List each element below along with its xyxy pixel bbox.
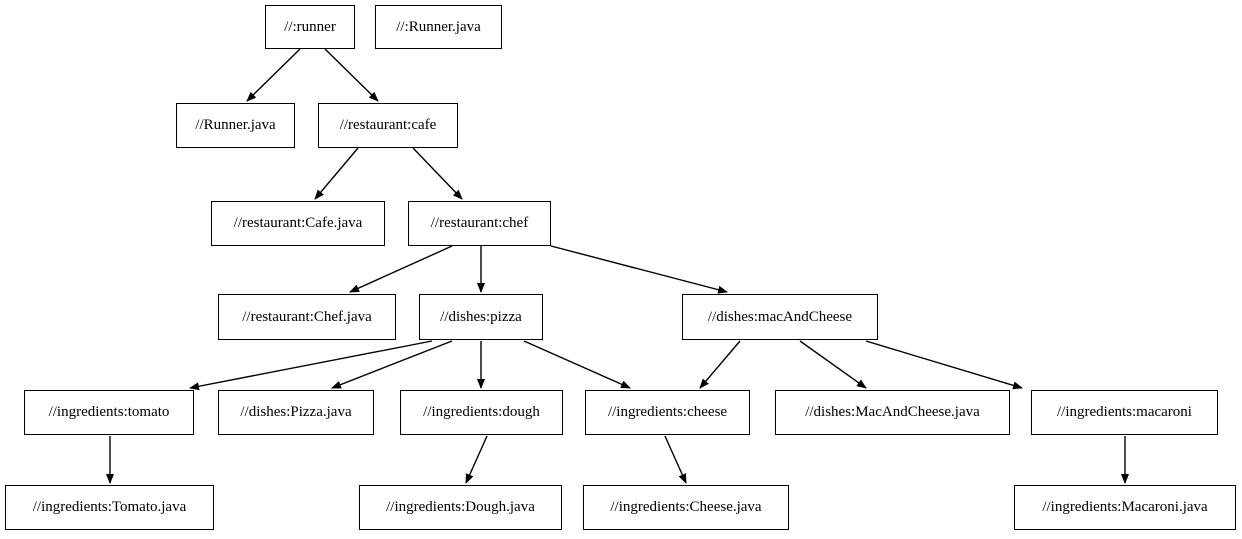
graph-node-label: //restaurant:Cafe.java	[233, 215, 363, 231]
graph-node-cheese_java[interactable]: //ingredients:Cheese.java	[583, 485, 789, 530]
graph-node-runner_java_root[interactable]: //:Runner.java	[375, 5, 502, 49]
graph-node-cheese[interactable]: //ingredients:cheese	[585, 390, 750, 435]
graph-node-label: //:Runner.java	[396, 18, 481, 35]
graph-node-tomato_java[interactable]: //ingredients:Tomato.java	[5, 485, 214, 530]
graph-node-label: //restaurant:chef	[430, 215, 529, 231]
graph-node-label: //ingredients:Cheese.java	[610, 499, 762, 515]
graph-node-label: //:runner	[284, 18, 336, 35]
graph-node-mac[interactable]: //dishes:macAndCheese	[682, 294, 878, 340]
graph-node-label: //Runner.java	[195, 117, 276, 133]
graph-node-label: //dishes:pizza	[440, 308, 522, 325]
graph-node-macaroni[interactable]: //ingredients:macaroni	[1031, 390, 1218, 435]
graph-node-cafe_java[interactable]: //restaurant:Cafe.java	[211, 201, 385, 246]
graph-node-chef_java[interactable]: //restaurant:Chef.java	[218, 294, 396, 340]
graph-node-tomato[interactable]: //ingredients:tomato	[24, 390, 194, 435]
graph-node-label: //dishes:Pizza.java	[240, 404, 352, 420]
graph-node-runner[interactable]: //:runner	[265, 5, 355, 49]
graph-node-pizza_java[interactable]: //dishes:Pizza.java	[218, 390, 374, 435]
graph-node-label: //restaurant:cafe	[339, 117, 437, 133]
graph-node-dough[interactable]: //ingredients:dough	[400, 390, 563, 435]
graph-node-label: //ingredients:Tomato.java	[32, 499, 187, 515]
graph-node-cafe[interactable]: //restaurant:cafe	[318, 103, 458, 148]
graph-node-runner_java[interactable]: //Runner.java	[176, 103, 295, 148]
graph-node-pizza[interactable]: //dishes:pizza	[419, 294, 543, 340]
graph-node-label: //ingredients:Macaroni.java	[1042, 499, 1208, 515]
graph-node-label: //ingredients:cheese	[607, 404, 728, 420]
graph-node-label: //dishes:MacAndCheese.java	[805, 404, 980, 420]
graph-node-label: //restaurant:Chef.java	[242, 308, 372, 325]
graph-node-chef[interactable]: //restaurant:chef	[408, 201, 551, 246]
graph-node-label: //ingredients:dough	[423, 404, 540, 420]
graph-node-macaroni_java[interactable]: //ingredients:Macaroni.java	[1014, 485, 1236, 530]
graph-node-label: //ingredients:Dough.java	[386, 499, 535, 515]
graph-node-label: //dishes:macAndCheese	[707, 308, 853, 325]
graph-node-label: //ingredients:tomato	[48, 404, 170, 420]
graph-node-label: //ingredients:macaroni	[1057, 404, 1192, 420]
graph-node-mac_java[interactable]: //dishes:MacAndCheese.java	[775, 390, 1010, 435]
graph-node-dough_java[interactable]: //ingredients:Dough.java	[359, 485, 562, 530]
